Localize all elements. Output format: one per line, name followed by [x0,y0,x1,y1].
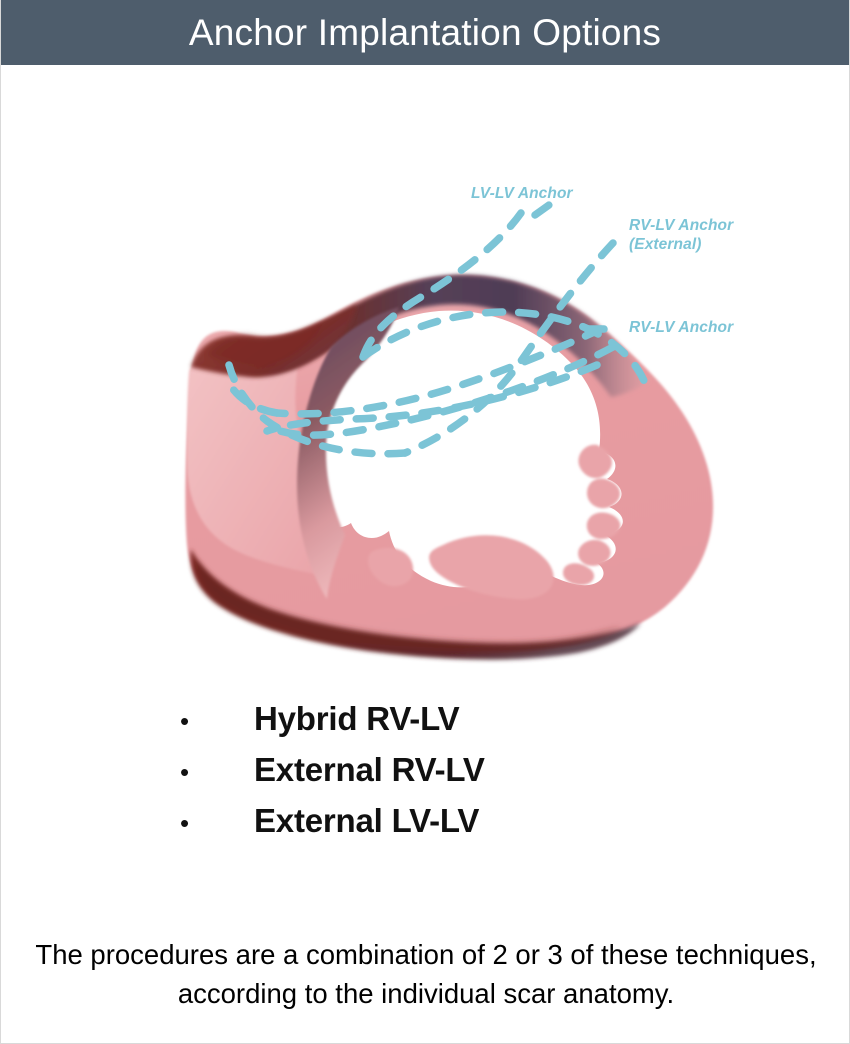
bullet-marker: • [180,706,190,736]
page-title: Anchor Implantation Options [188,12,662,53]
anchor-path-lower-left [263,361,601,435]
anchor-trajectories [223,201,653,458]
anchor-path-lower [265,343,617,439]
list-item-label: External RV-LV [254,751,485,788]
cardiac-cross-section-illustration [185,201,714,660]
bullet-marker: • [180,808,190,838]
list-item-label: External LV-LV [254,802,480,839]
inferior-scar [190,549,641,660]
annotation-rv-lv-anchor: RV-LV Anchor [629,319,734,336]
list-item-label: Hybrid RV-LV [254,700,460,737]
annotation-lv-lv-anchor: LV-LV Anchor [471,185,573,202]
options-list: • Hybrid RV-LV • External RV-LV • Extern… [1,700,850,853]
slide-caption: The procedures are a combination of 2 or… [35,939,817,1010]
bullet-marker: • [180,757,190,787]
apex-wall [187,345,331,577]
anchor-path-rv-lv-external [401,239,617,457]
anchor-stub-lv-lv [531,201,553,219]
anchor-path-rv-lv-2 [223,375,281,417]
slide-header: Anchor Implantation Options [1,0,849,65]
list-item: • External LV-LV [1,802,850,853]
anchor-path-rv-lv [273,325,605,418]
list-item: • Hybrid RV-LV [1,700,850,751]
anchor-path-lv-lv [359,209,525,361]
septum-scar-descending [297,307,399,599]
anterolateral-scar [191,305,357,378]
list-item: • External RV-LV [1,751,850,802]
septal-scar [197,274,649,397]
figure-area: LV-LV Anchor RV-LV Anchor (External) RV-… [1,65,850,675]
annotation-rv-lv-anchor-external: RV-LV Anchor (External) [629,217,734,253]
trabeculations [368,444,621,600]
